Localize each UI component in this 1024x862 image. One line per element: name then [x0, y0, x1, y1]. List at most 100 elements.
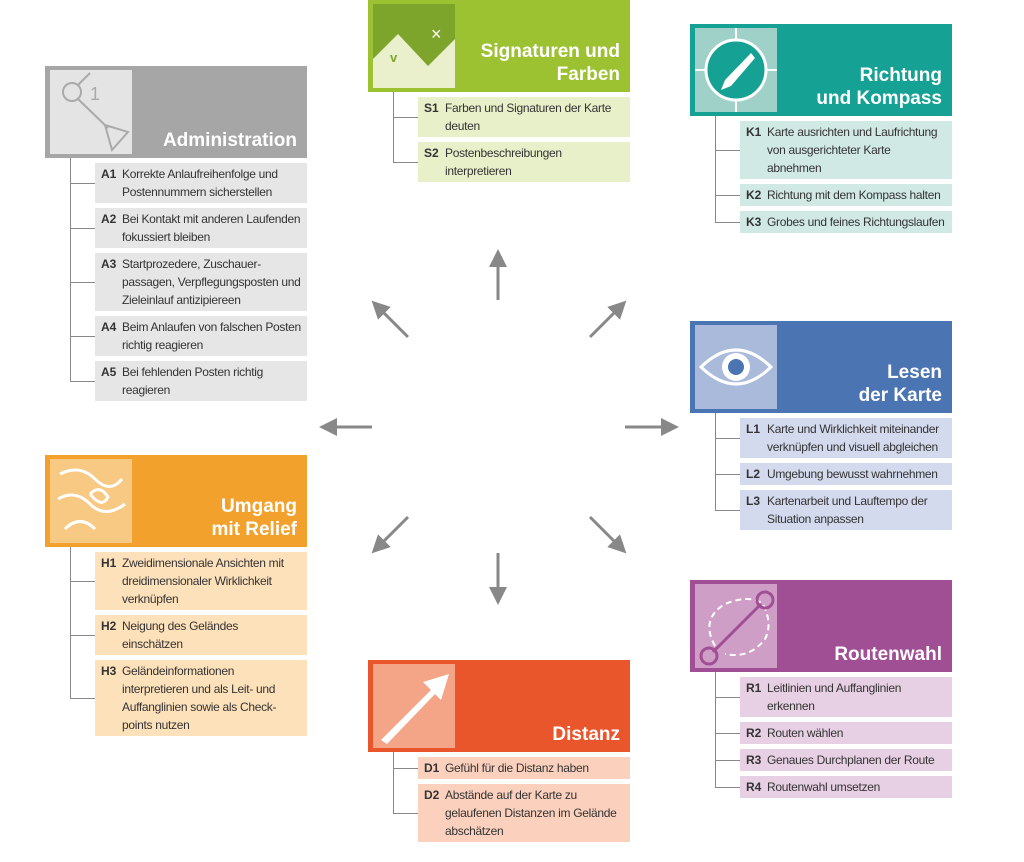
module-title: Distanz	[552, 724, 620, 745]
competency-list: R1 Leitlinien und Auffanglinien erkennen…	[715, 677, 952, 798]
module-header: Richtung und Kompass	[690, 24, 952, 116]
item-code: S2	[424, 146, 439, 160]
competency-item: R2 Routen wählen	[715, 722, 952, 744]
svg-text:1: 1	[90, 84, 100, 104]
competency-list: A1 Korrekte Anlaufreihenfolge und Posten…	[70, 163, 307, 401]
item-text: Leitlinien und Auffanglinien erkennen	[767, 681, 902, 713]
arrow-down-left	[371, 515, 410, 554]
item-code: D1	[424, 761, 440, 775]
competency-item: K1 Karte ausrichten und Laufrichtung von…	[715, 121, 952, 179]
competency-item: D2 Abstände auf der Karte zu gelaufenen …	[393, 784, 630, 842]
module-header: Lesen der Karte	[690, 321, 952, 413]
item-code: A4	[101, 320, 117, 334]
item-code: L1	[746, 422, 761, 436]
competency-item: D1 Gefühl für die Distanz haben	[393, 757, 630, 779]
arrow-up-left	[371, 300, 410, 339]
arrow-up-right	[588, 300, 627, 339]
item-text: Zweidimensionale Ansichten mit dreidimen…	[122, 556, 284, 606]
item-text: Bei Kontakt mit anderen Laufenden fokuss…	[122, 212, 301, 244]
module-title: Richtung und Kompass	[816, 65, 942, 109]
tree-line	[70, 547, 71, 698]
tree-line	[70, 158, 71, 381]
competency-list: L1 Karte und Wirklichkeit miteinander ve…	[715, 418, 952, 530]
competency-item: S1 Farben und Signaturen der Karte deute…	[393, 97, 630, 137]
item-text: Abstände auf der Karte zu gelaufenen Dis…	[445, 788, 617, 838]
item-code: R4	[746, 780, 762, 794]
competency-list: K1 Karte ausrichten und Laufrichtung von…	[715, 121, 952, 233]
module-relief: Umgang mit Relief H1 Zweidimensionale An…	[45, 455, 307, 736]
item-text: Richtung mit dem Kompass halten	[767, 188, 941, 202]
item-code: D2	[424, 788, 440, 802]
competency-item: H3 Geländeinformationen interpretieren u…	[70, 660, 307, 736]
competency-item: R4 Routenwahl umsetzen	[715, 776, 952, 798]
competency-list: H1 Zweidimensionale Ansichten mit dreidi…	[70, 552, 307, 736]
competency-item: H2 Neigung des Geländes einschätzen	[70, 615, 307, 655]
ruler-arrow-icon	[373, 664, 455, 748]
route-icon	[695, 584, 777, 668]
tree-line	[715, 116, 716, 222]
control-course-icon: 1	[50, 70, 132, 154]
module-title: Signaturen und Farben	[480, 41, 620, 85]
competency-item: S2 Postenbeschreibungen interpretieren	[393, 142, 630, 182]
competency-item: A1 Korrekte Anlaufreihenfolge und Posten…	[70, 163, 307, 203]
item-text: Grobes und feines Richtungslaufen	[767, 215, 945, 229]
module-distanz: Distanz D1 Gefühl für die Distanz haben …	[368, 660, 630, 842]
item-code: H2	[101, 619, 117, 633]
svg-text:×: ×	[431, 24, 442, 44]
module-route: Routenwahl R1 Leitlinien und Auffanglini…	[690, 580, 952, 798]
competency-list: S1 Farben und Signaturen der Karte deute…	[393, 97, 630, 182]
competency-item: K3 Grobes und feines Richtungslaufen	[715, 211, 952, 233]
competency-item: A5 Bei fehlenden Posten richtig reagiere…	[70, 361, 307, 401]
item-code: A5	[101, 365, 117, 379]
item-text: Neigung des Geländes einschätzen	[122, 619, 239, 651]
module-header: Umgang mit Relief	[45, 455, 307, 547]
svg-text:v: v	[390, 50, 398, 65]
competency-item: A4 Beim Anlaufen von falschen Posten ric…	[70, 316, 307, 356]
item-text: Routenwahl umsetzen	[767, 780, 881, 794]
item-text: Karte ausrichten und Laufrichtung von au…	[767, 125, 938, 175]
item-text: Gefühl für die Distanz haben	[445, 761, 589, 775]
competency-list: D1 Gefühl für die Distanz haben D2 Abstä…	[393, 757, 630, 842]
module-header: Routenwahl	[690, 580, 952, 672]
item-code: K3	[746, 215, 762, 229]
competency-item: K2 Richtung mit dem Kompass halten	[715, 184, 952, 206]
module-title: Routenwahl	[834, 644, 942, 665]
tree-line	[715, 672, 716, 787]
module-title: Administration	[162, 130, 297, 151]
item-text: Bei fehlenden Posten richtig reagieren	[122, 365, 264, 397]
module-header: Distanz	[368, 660, 630, 752]
item-text: Postenbeschreibungen interpretieren	[445, 146, 562, 178]
item-code: R3	[746, 753, 762, 767]
competency-item: R1 Leitlinien und Auffanglinien erkennen	[715, 677, 952, 717]
competency-item: L3 Kartenarbeit und Lauftempo der Situat…	[715, 490, 952, 530]
item-text: Farben und Signaturen der Karte deuten	[445, 101, 612, 133]
module-header: 1 Administration	[45, 66, 307, 158]
item-code: K2	[746, 188, 762, 202]
module-header: ×v Signaturen und Farben	[368, 0, 630, 92]
item-text: Karte und Wirklichkeit miteinander verkn…	[767, 422, 939, 454]
module-title: Lesen der Karte	[858, 362, 942, 406]
item-text: Kartenarbeit und Lauftempo der Situation…	[767, 494, 928, 526]
module-title: Umgang mit Relief	[211, 496, 297, 540]
module-admin: 1 Administration A1 Korrekte Anlaufreihe…	[45, 66, 307, 401]
item-text: Genaues Durchplanen der Route	[767, 753, 935, 767]
item-code: A3	[101, 257, 117, 271]
module-kompass: Richtung und Kompass K1 Karte ausrichten…	[690, 24, 952, 233]
item-code: L3	[746, 494, 761, 508]
map-symbols-icon: ×v	[373, 4, 455, 88]
item-code: H1	[101, 556, 117, 570]
tree-line	[715, 413, 716, 510]
tree-line	[393, 752, 394, 813]
competency-item: L2 Umgebung bewusst wahrnehmen	[715, 463, 952, 485]
item-text: Geländeinformationen interpretieren und …	[122, 664, 277, 732]
compass-icon	[695, 28, 777, 112]
item-code: A2	[101, 212, 117, 226]
arrow-down-right	[588, 515, 627, 554]
item-text: Umgebung bewusst wahrnehmen	[767, 467, 938, 481]
eye-icon	[695, 325, 777, 409]
module-sig: ×v Signaturen und Farben S1 Farben und S…	[368, 0, 630, 182]
competency-item: H1 Zweidimensionale Ansichten mit dreidi…	[70, 552, 307, 610]
competency-item: L1 Karte und Wirklichkeit miteinander ve…	[715, 418, 952, 458]
item-code: L2	[746, 467, 761, 481]
competency-item: R3 Genaues Durchplanen der Route	[715, 749, 952, 771]
